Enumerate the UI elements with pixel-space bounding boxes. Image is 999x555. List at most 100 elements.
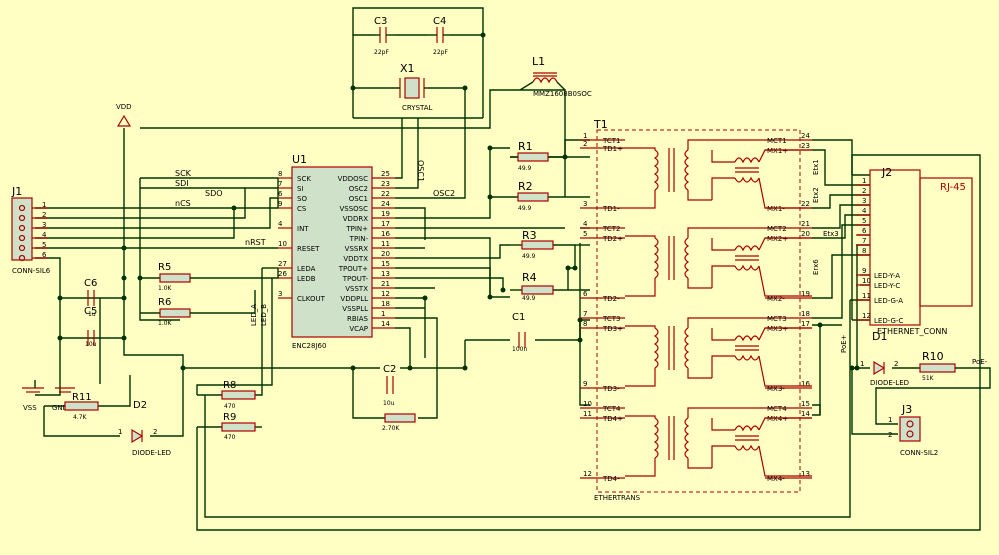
- t1-pin-number: 17: [801, 320, 810, 328]
- t1-secondary-coil: [684, 417, 690, 459]
- j2-ref: J2: [881, 166, 892, 179]
- d2-ref: D2: [133, 400, 147, 411]
- u1-pin-number: 17: [381, 220, 390, 228]
- u1-ref: U1: [292, 153, 307, 166]
- d2-val: DIODE-LED: [132, 449, 171, 457]
- u1-pin-label: SI: [297, 185, 304, 193]
- t1-ref: T1: [593, 118, 608, 131]
- c5-val: 10u: [85, 341, 97, 348]
- r7-ref: 2.70K: [382, 425, 400, 432]
- u1-pin-label: CS: [297, 205, 307, 213]
- t1-pin-number: 16: [801, 380, 810, 388]
- j2-pin-label: LED-Y-A: [874, 272, 900, 280]
- resistor-r1: R1 49.9: [517, 140, 549, 172]
- r6-ref: R6: [158, 297, 171, 308]
- u1-pin-number: 13: [381, 270, 390, 278]
- u1-pin-label: INT: [297, 225, 309, 233]
- u1-pin-number: 8: [278, 170, 282, 178]
- u1-pin-number: 9: [278, 200, 282, 208]
- j3-ref: J3: [901, 403, 912, 416]
- t1-secondary-coil: [684, 149, 690, 191]
- j2-pin-number: 1: [862, 177, 866, 185]
- t1-choke-coil: [734, 425, 760, 432]
- j1-pin-number: 4: [42, 231, 47, 239]
- u1-pin-label: TPOUT+: [338, 265, 368, 273]
- u1-pin-label: OSC2: [349, 185, 368, 193]
- t1-pin-label: MX1+: [767, 147, 788, 155]
- c2-ref: C2: [383, 364, 396, 375]
- r4-val: 49.9: [522, 295, 536, 302]
- net-labels-left: SCK SDI SDO nCS nRST VDD LED_A LED_B OSC…: [116, 103, 455, 326]
- t1-pin-number: 22: [801, 200, 810, 208]
- resistor-r9: R9 470: [221, 412, 256, 441]
- r10-val: 51K: [922, 375, 935, 382]
- capacitor-c6: C6 1u: [84, 278, 97, 318]
- t1-primary-coil: [653, 417, 659, 459]
- u1-pin-number: 10: [278, 240, 287, 248]
- u1-pin-number: 11: [381, 240, 390, 248]
- svg-text:2: 2: [888, 431, 892, 439]
- j2-pin-number: 4: [862, 207, 867, 215]
- r1-ref: R1: [518, 140, 533, 153]
- net-osc2: OSC2: [433, 189, 455, 198]
- t1-pin-label: MX1-: [767, 205, 785, 213]
- u1-pin-label: VDDOSC: [338, 175, 369, 183]
- u1-pin-label: RBIAS: [347, 315, 369, 323]
- u1-pin-label: VSSRX: [345, 245, 369, 253]
- t1-primary-coil: [653, 149, 659, 191]
- t1-pin-label: TD2+: [602, 235, 623, 243]
- u1-pin-number: 12: [381, 290, 390, 298]
- t1-pin-number: 21: [801, 220, 810, 228]
- j1-pin-socket: [18, 244, 26, 252]
- t1-pin-label: MX3+: [767, 325, 788, 333]
- r9-ref: R9: [223, 412, 236, 423]
- net-poe-plus: PoE+: [840, 334, 848, 353]
- t1-pin-label: MX3-: [767, 385, 785, 393]
- j1-pin-number: 3: [42, 221, 46, 229]
- u1-pin-label: VCAP: [349, 325, 368, 333]
- r11-val: 4.7K: [73, 414, 88, 421]
- u1-pin-number: 22: [381, 190, 390, 198]
- resistor-r5: R5 1.0K: [158, 262, 191, 292]
- j2-pin-number: 3: [862, 197, 866, 205]
- t1-pin-label: MCT4: [767, 405, 787, 413]
- t1-secondary-coil: [684, 237, 690, 279]
- u1-pin-number: 27: [278, 260, 287, 268]
- t1-pin-label: TD3+: [602, 325, 623, 333]
- r3-ref: R3: [522, 229, 537, 242]
- capacitor-c1: C1 100n: [512, 312, 527, 353]
- r6-val: 1.0K: [158, 320, 173, 327]
- j2-title: RJ-45: [940, 182, 966, 193]
- t1-pin-label: TD1-: [602, 205, 620, 213]
- x1-val: CRYSTAL: [402, 104, 433, 112]
- x1-ref: X1: [400, 62, 415, 75]
- svg-text:2: 2: [894, 360, 898, 368]
- t1-pin-number: 3: [583, 200, 587, 208]
- u1-pin-number: 25: [381, 170, 390, 178]
- net-sdo: SDO: [205, 189, 223, 198]
- crystal-x1: X1 CRYSTAL: [375, 62, 433, 112]
- u1-pin-label: VDDPLL: [340, 295, 368, 303]
- t1-pin-number: 6: [583, 290, 588, 298]
- led-d1: D1 DIODE-LED 1 2: [860, 330, 909, 387]
- u1-pin-number: 1: [381, 310, 385, 318]
- t1-pin-label: MCT3: [767, 315, 787, 323]
- l1-ref: L1: [532, 55, 545, 68]
- u1-pin-label: LEDB: [297, 275, 316, 283]
- t1-pin-number: 10: [583, 400, 592, 408]
- j1-pin-number: 5: [42, 241, 46, 249]
- net-leda: LED_A: [250, 304, 258, 326]
- resistor-r8: R8 470: [221, 380, 256, 410]
- c6-val: 1u: [88, 311, 96, 318]
- svg-text:1: 1: [118, 428, 122, 436]
- u1-pin-number: 23: [381, 180, 390, 188]
- r8-val: 470: [224, 403, 236, 410]
- wires: [35, 7, 991, 531]
- u1-pin-number: 14: [381, 320, 390, 328]
- t1-pin-label: TD1+: [602, 145, 623, 153]
- c1-ref: C1: [512, 312, 525, 323]
- j1-part: CONN-SIL6: [12, 267, 51, 275]
- t1-pin-number: 20: [801, 230, 810, 238]
- j2-pin-number: 10: [862, 277, 871, 285]
- r4-ref: R4: [522, 271, 537, 284]
